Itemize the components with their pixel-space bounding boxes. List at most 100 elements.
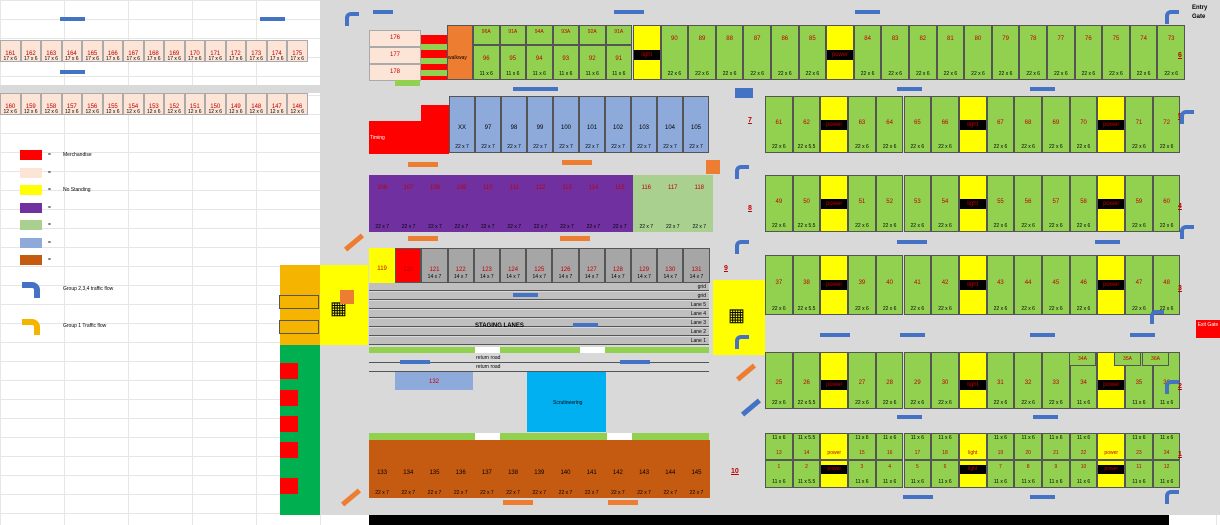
pit-cell-power: power [820, 255, 849, 315]
pit-132: 132 [395, 372, 473, 390]
legend-equals: = [48, 187, 51, 193]
pit-size: 17 x 6 [64, 56, 79, 62]
pit-number: 126 [560, 267, 571, 273]
blue-bend-arrow-icon [1150, 310, 1164, 324]
pit-number: 91 [615, 56, 623, 62]
blue-bend-arrow-icon [1180, 225, 1194, 239]
lane-3: Lane 4 [369, 310, 709, 318]
pit-size: 22 x 6 [1049, 400, 1063, 406]
pit-number: 159 [25, 104, 36, 110]
blue-arrow-icon [513, 87, 558, 91]
pit-size: 12 x 6 [146, 109, 161, 115]
pit-size: 22 x 6 [1021, 144, 1035, 150]
pit-size: 11 x 5.5 [797, 435, 816, 441]
yellow-gate-left [320, 265, 368, 345]
pit-number: 113 [562, 185, 572, 191]
pit-cell-power: power [820, 460, 849, 488]
pit-number: 54 [941, 198, 949, 205]
pit-number: power [821, 465, 848, 474]
pit-size: 22 x 7 [401, 490, 416, 496]
pit-size: 11 x 6 [1076, 400, 1091, 406]
pit-cell-light: light [958, 460, 987, 488]
pit-number: 43 [997, 280, 1004, 286]
pit-number: 173 [251, 51, 262, 57]
timing-block [447, 25, 473, 80]
pit-number: power [827, 50, 853, 60]
pit-number: XX [457, 125, 466, 131]
lane-label: Lane 2 [690, 329, 706, 335]
pit-size: 22 x 6 [938, 223, 952, 229]
pit-size: 22 x 6 [888, 71, 902, 77]
pit-size: 22 x 6 [722, 71, 737, 77]
pit-size: 22 x 6 [910, 144, 925, 150]
pit-number: 22 [1080, 450, 1087, 456]
left-strip [0, 85, 320, 93]
pit-size: 22 x 6 [772, 144, 786, 150]
legend-equals: = [48, 222, 51, 228]
pit-size: 12 x 6 [85, 109, 100, 115]
pit-number: 149 [230, 104, 241, 110]
pit-size: 22 x 7 [611, 144, 625, 150]
flow-label: Group 1 Traffic flow [63, 323, 107, 329]
pit-size: 12 x 6 [126, 109, 141, 115]
section-label: 10 [731, 468, 739, 475]
blue-bend-arrow-icon [1165, 490, 1179, 504]
pit-number: 66 [941, 119, 949, 126]
lane-2: Lane 5 [369, 301, 709, 309]
pit-size: 14 x 7 [637, 274, 651, 280]
pit-number: power [1098, 465, 1125, 474]
red-block-3 [280, 416, 298, 432]
pit-number: 74 [1140, 36, 1147, 42]
pit-number: 165 [87, 51, 98, 57]
pit-number: 47 [1135, 280, 1143, 286]
pit-number: 83 [891, 36, 899, 42]
pit-cell-66: 66 22 x 6 [931, 96, 959, 153]
pit-number: 25 [775, 380, 783, 386]
lane-label: Lane 5 [690, 302, 706, 308]
pit-number: 49 [775, 198, 783, 205]
red-block-1 [280, 363, 298, 379]
pit-number: 80 [974, 36, 982, 42]
pit-size: 22 x 6 [938, 144, 952, 150]
pit-cell-power: power [1097, 175, 1126, 232]
pit-size: 22 x 6 [993, 223, 1008, 229]
lane-0: grid [369, 283, 709, 291]
pit-size: 11 x 6 [1021, 435, 1035, 441]
pit-size: 14 x 7 [611, 274, 625, 280]
blue-arrow-icon [820, 333, 850, 337]
return-road-white-2 [580, 347, 605, 353]
pit-size: 11 x 6 [855, 479, 869, 485]
pit-size: 22 x 7 [375, 224, 389, 230]
pit-number: light [959, 119, 986, 130]
pit-cell-35A: 35A [1114, 352, 1141, 366]
pit-size: 11 x 6 [506, 71, 520, 77]
pit-cell-177: 177 [369, 47, 421, 64]
pit-size: 11 x 5.5 [797, 479, 816, 485]
